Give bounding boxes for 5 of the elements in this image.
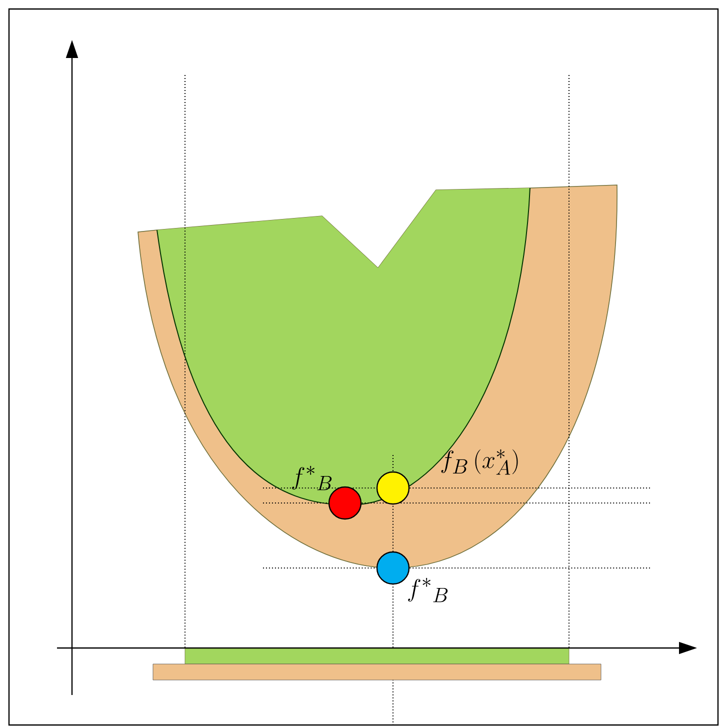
label: $f_{B}\left(x^{*}_{A}\right)$ [441,449,518,475]
interval-bar [184,648,570,664]
interval-bar [152,664,602,680]
label: $f^{*}{}_{B}$ [292,466,332,490]
label: $f^{*}{}_{B}$ [408,578,448,602]
